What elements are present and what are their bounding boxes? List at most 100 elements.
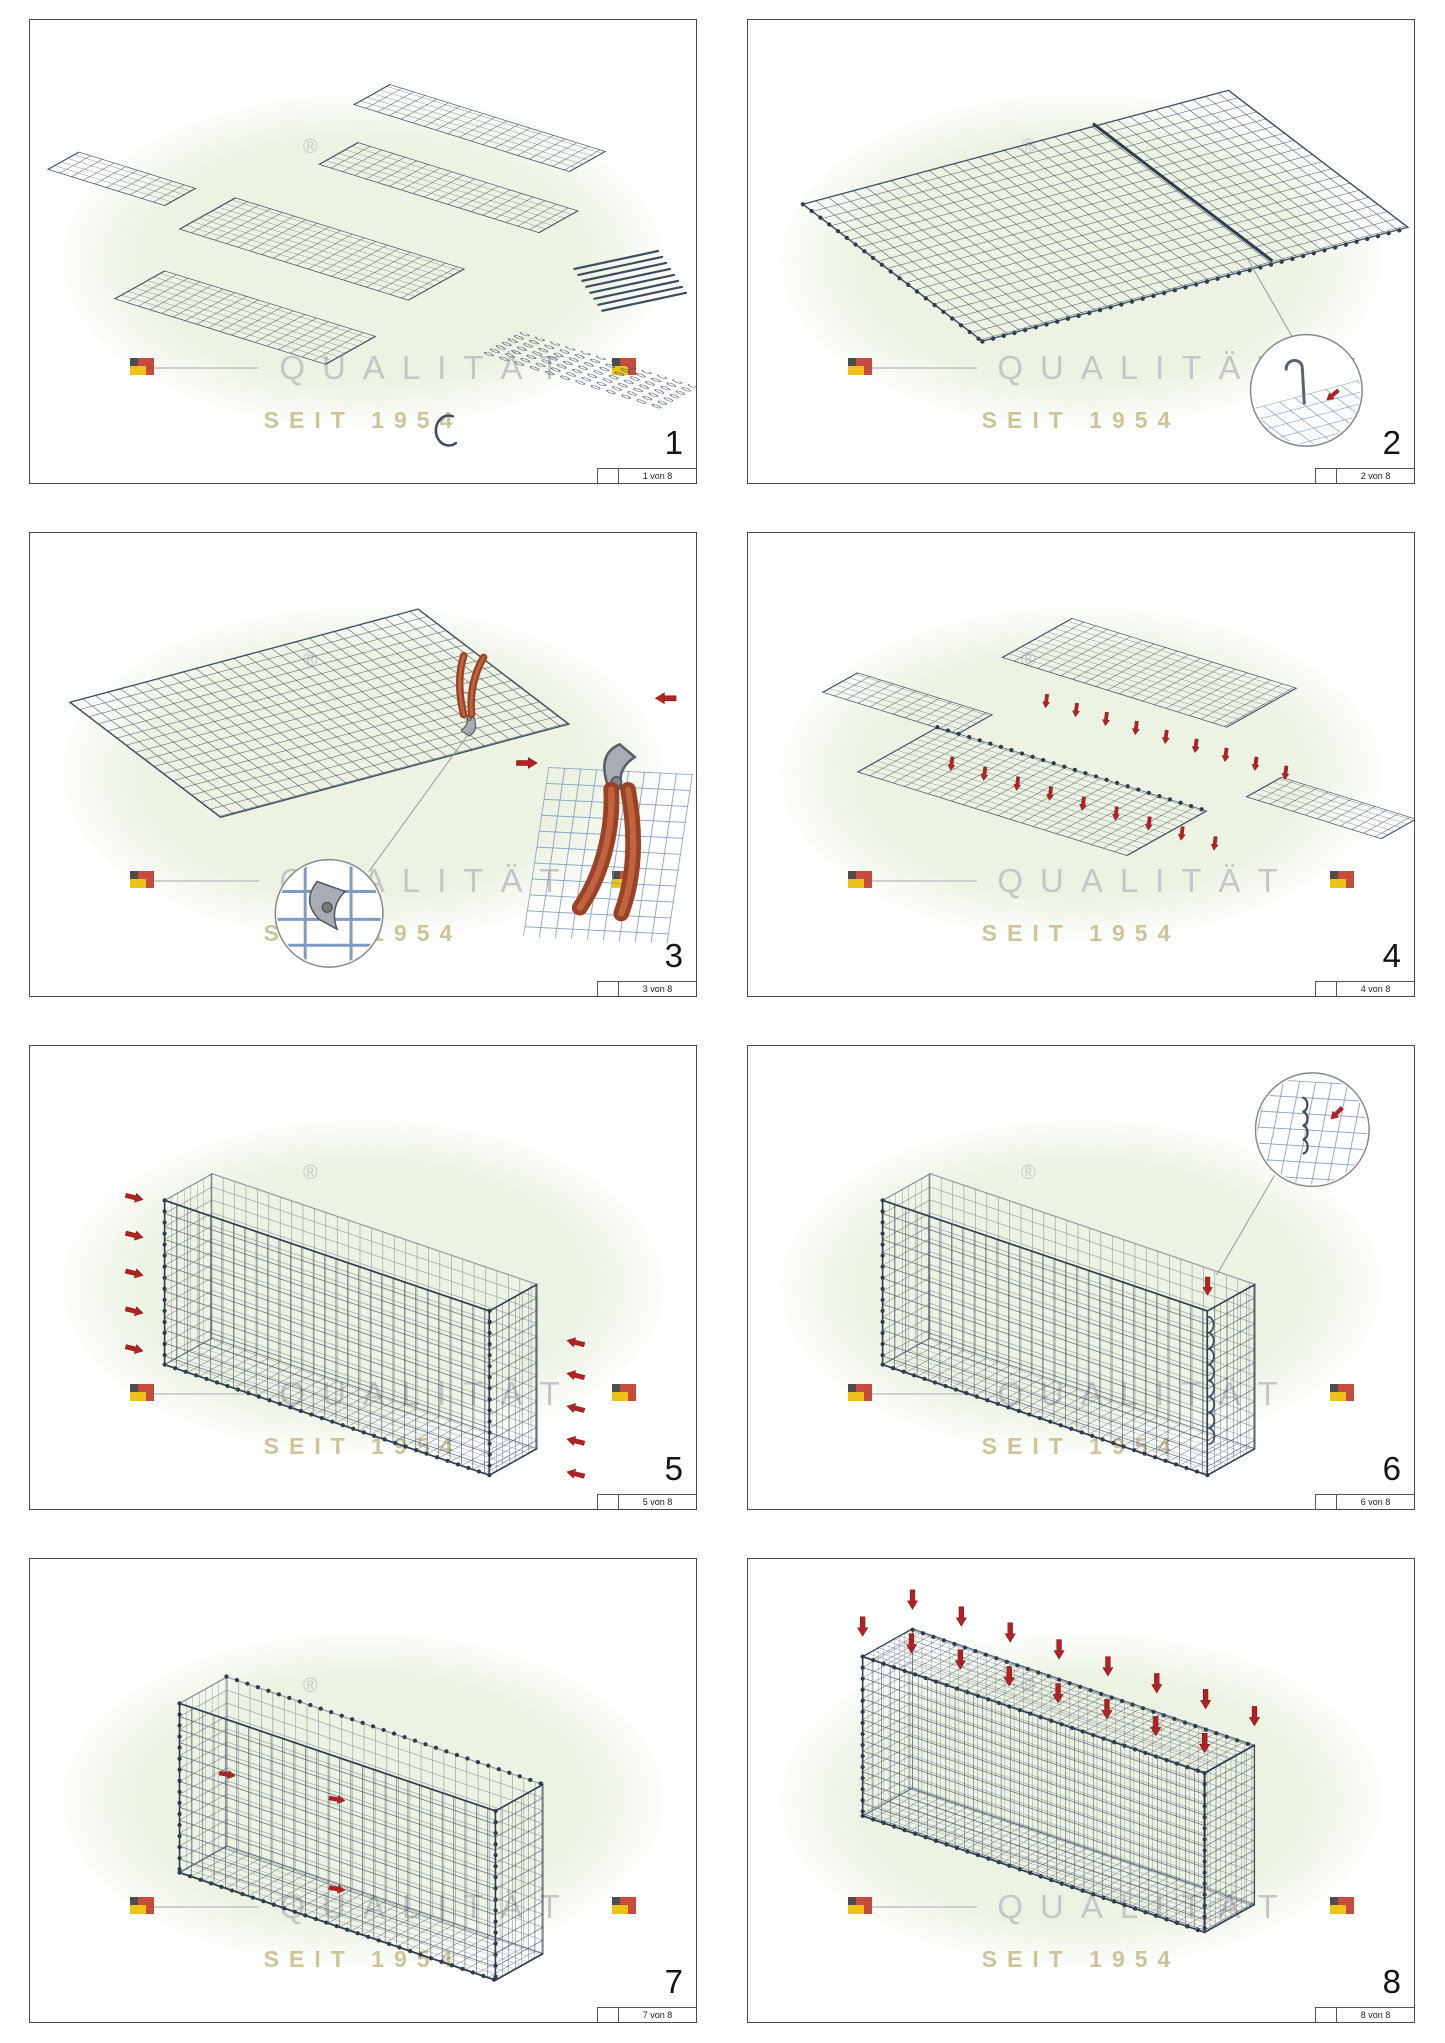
step-6-illustration bbox=[880, 1072, 1370, 1478]
watermark-rule bbox=[867, 1392, 978, 1395]
step-number: 3 bbox=[664, 937, 683, 974]
registered-mark: ® bbox=[303, 1161, 318, 1184]
watermark-rule bbox=[149, 366, 260, 369]
title-block-cell bbox=[598, 1495, 619, 1509]
step-panel-7: ® QUALITÄT SEIT 1954 bbox=[29, 1558, 697, 2023]
step-panel-1: ® QUALITÄT SEIT 1954 bbox=[29, 19, 697, 484]
pliers-closeup bbox=[523, 742, 694, 944]
watermark-rule bbox=[867, 366, 978, 369]
direction-arrow-icon bbox=[516, 757, 538, 769]
watermark-line2: SEIT 1954 bbox=[981, 406, 1181, 433]
wire-hook bbox=[1284, 359, 1306, 405]
step-number: 1 bbox=[664, 424, 683, 461]
brand-pixel-logo bbox=[847, 870, 872, 888]
mesh-sheets bbox=[46, 84, 607, 365]
page-count-label: 8 von 8 bbox=[1360, 2010, 1391, 2020]
watermark-rule bbox=[149, 1905, 260, 1908]
brand-pixel-logo bbox=[847, 357, 872, 375]
registered-mark: ® bbox=[303, 1674, 318, 1697]
title-block: 1 von 8 bbox=[597, 468, 696, 483]
title-block: 5 von 8 bbox=[597, 1494, 696, 1509]
mesh-panel bbox=[800, 89, 1411, 344]
brand-pixel-logo bbox=[612, 1383, 637, 1401]
step-panel-6: ® QUALITÄT SEIT 1954 bbox=[747, 1045, 1415, 1510]
step-panel-8: ® QUALITÄT SEIT 1954 bbox=[747, 1558, 1415, 2023]
brand-pixel-logo bbox=[1330, 1896, 1355, 1914]
direction-arrow-icon bbox=[655, 692, 677, 704]
page-count-label: 6 von 8 bbox=[1360, 1497, 1391, 1507]
page-count-label: 7 von 8 bbox=[642, 2010, 673, 2020]
brand-pixel-logo bbox=[847, 1896, 872, 1914]
brand-pixel-logo bbox=[847, 1383, 872, 1401]
step-panel-3: ® QUALITÄT SEIT 1954 bbox=[29, 532, 697, 997]
step-4-illustration bbox=[821, 617, 1414, 857]
title-block: 8 von 8 bbox=[1315, 2007, 1414, 2022]
closed-basket bbox=[860, 1627, 1257, 1935]
clip-tool-detail bbox=[274, 858, 384, 968]
c-clip bbox=[434, 414, 458, 447]
watermark-rule bbox=[867, 879, 978, 882]
title-block-cell bbox=[598, 469, 619, 483]
step-8-illustration bbox=[857, 1589, 1260, 1935]
step-panel-2: ® QUALITÄT SEIT 1954 bbox=[747, 19, 1415, 484]
title-block: 2 von 8 bbox=[1315, 468, 1414, 483]
step-2-illustration bbox=[800, 89, 1411, 447]
spiral-joint-dots bbox=[224, 1674, 545, 1787]
brand-pixel-logo bbox=[1330, 870, 1355, 888]
page-count-label: 3 von 8 bbox=[642, 984, 673, 994]
step-7-illustration bbox=[177, 1674, 545, 1983]
step-1-illustration bbox=[46, 84, 696, 447]
watermark-line2: SEIT 1954 bbox=[981, 919, 1181, 946]
spiral-detail bbox=[1254, 1072, 1370, 1188]
spiral-joint-dots bbox=[800, 202, 985, 344]
watermark-line2: SEIT 1954 bbox=[981, 1945, 1181, 1972]
unfolded-mesh-cross bbox=[821, 617, 1414, 857]
step-number: 6 bbox=[1382, 1450, 1401, 1487]
step-panel-4: ® QUALITÄT SEIT 1954 bbox=[747, 532, 1415, 997]
detail-leader-line bbox=[1246, 256, 1295, 341]
title-block-cell bbox=[1316, 1495, 1337, 1509]
step-5-illustration bbox=[124, 1172, 586, 1481]
watermark-line2: SEIT 1954 bbox=[263, 406, 463, 433]
title-block-cell bbox=[598, 982, 619, 996]
brand-pixel-logo bbox=[129, 1896, 154, 1914]
title-block: 7 von 8 bbox=[597, 2007, 696, 2022]
brand-pixel-logo bbox=[129, 870, 154, 888]
registered-mark: ® bbox=[303, 135, 318, 158]
watermark-rule bbox=[149, 1392, 260, 1395]
spiral-fasteners bbox=[478, 331, 696, 410]
page-count-label: 2 von 8 bbox=[1360, 471, 1391, 481]
spiral-joint-dots bbox=[177, 1870, 498, 1983]
assembled-basket bbox=[880, 1172, 1256, 1478]
page-count-label: 5 von 8 bbox=[642, 1497, 673, 1507]
tool-bolt bbox=[321, 901, 333, 913]
brand-pixel-logo bbox=[129, 1383, 154, 1401]
detail-leader-line bbox=[368, 727, 474, 872]
watermark-line1: QUALITÄT bbox=[997, 348, 1295, 386]
title-block-cell bbox=[1316, 982, 1337, 996]
title-block-cell bbox=[598, 2008, 619, 2022]
wire-rods bbox=[573, 249, 688, 312]
mesh-panel bbox=[68, 608, 571, 818]
brand-pixel-logo bbox=[129, 357, 154, 375]
step-3-illustration bbox=[68, 608, 694, 968]
brand-pixel-logo bbox=[612, 1896, 637, 1914]
step-number: 4 bbox=[1382, 937, 1401, 974]
step-panel-5: ® QUALITÄT SEIT 1954 bbox=[29, 1045, 697, 1510]
step-number: 8 bbox=[1382, 1963, 1401, 2000]
title-block: 6 von 8 bbox=[1315, 1494, 1414, 1509]
watermark-rule bbox=[867, 1905, 978, 1908]
spiral-joint-dots bbox=[162, 1362, 492, 1478]
watermark-rule bbox=[149, 879, 260, 882]
step-number: 5 bbox=[664, 1450, 683, 1487]
step-number: 7 bbox=[664, 1963, 683, 2000]
spiral-joint-dots bbox=[880, 1362, 1210, 1478]
page-count-label: 4 von 8 bbox=[1360, 984, 1391, 994]
title-block: 4 von 8 bbox=[1315, 981, 1414, 996]
registered-mark: ® bbox=[1021, 1161, 1036, 1184]
brand-pixel-logo bbox=[1330, 1383, 1355, 1401]
step-number: 2 bbox=[1382, 424, 1401, 461]
reinforced-wire bbox=[1092, 122, 1274, 263]
assembled-basket bbox=[177, 1674, 545, 1983]
